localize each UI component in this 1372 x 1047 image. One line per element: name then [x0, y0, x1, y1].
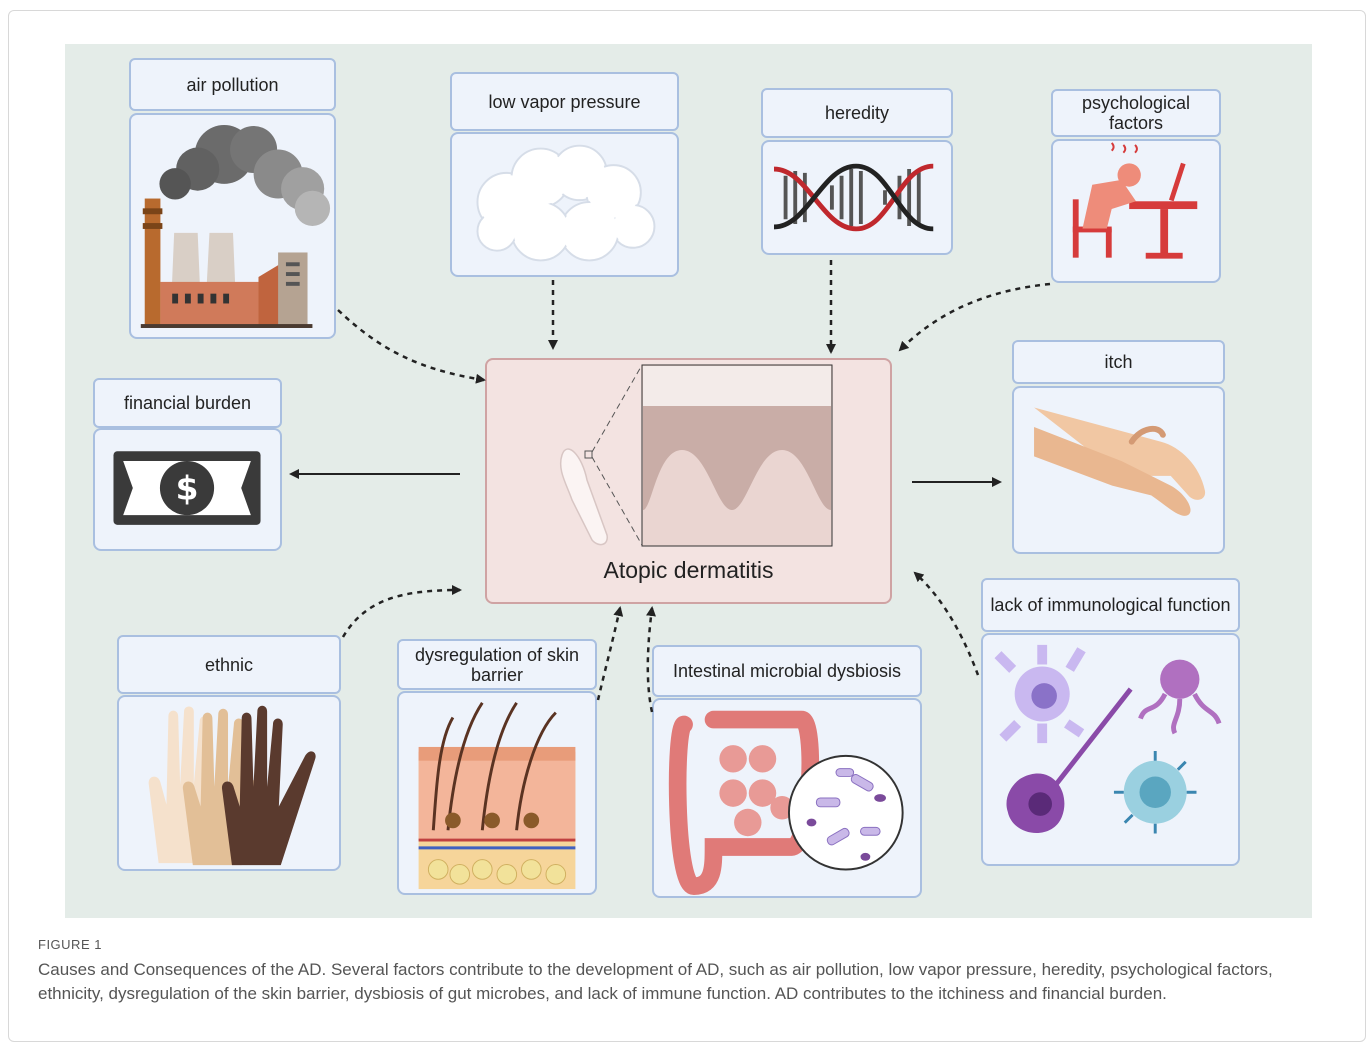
figure-label: FIGURE 1 — [38, 937, 102, 952]
label-psychological-factors: psychological factors — [1051, 89, 1221, 137]
label-immunological-function: lack of immunological function — [981, 578, 1240, 632]
scratching-hand-icon — [1012, 386, 1225, 554]
label-air-pollution: air pollution — [129, 58, 336, 111]
cloud-icon — [450, 132, 679, 277]
label-financial-burden: financial burden — [93, 378, 282, 428]
atopic-dermatitis-box: Atopic dermatitis — [485, 358, 892, 604]
label-ethnic: ethnic — [117, 635, 341, 694]
figure-caption: Causes and Consequences of the AD. Sever… — [38, 960, 1273, 1003]
immune-cells-icon — [981, 633, 1240, 866]
center-title: Atopic dermatitis — [603, 557, 774, 583]
skin-cross-section-icon — [560, 364, 833, 547]
banknote-icon: $ — [93, 428, 282, 551]
stressed-person-icon — [1051, 139, 1221, 283]
hands-icon — [117, 695, 341, 871]
skin-layers-icon — [397, 691, 597, 895]
factory-icon — [129, 113, 336, 339]
dna-icon — [761, 140, 953, 255]
label-heredity: heredity — [761, 88, 953, 138]
label-low-vapor-pressure: low vapor pressure — [450, 72, 679, 131]
dollar-sign-text: $ — [176, 469, 199, 508]
label-skin-barrier: dysregulation of skin barrier — [397, 639, 597, 690]
gut-microbes-icon — [652, 698, 922, 898]
label-itch: itch — [1012, 340, 1225, 384]
label-intestinal-dysbiosis: Intestinal microbial dysbiosis — [652, 645, 922, 697]
